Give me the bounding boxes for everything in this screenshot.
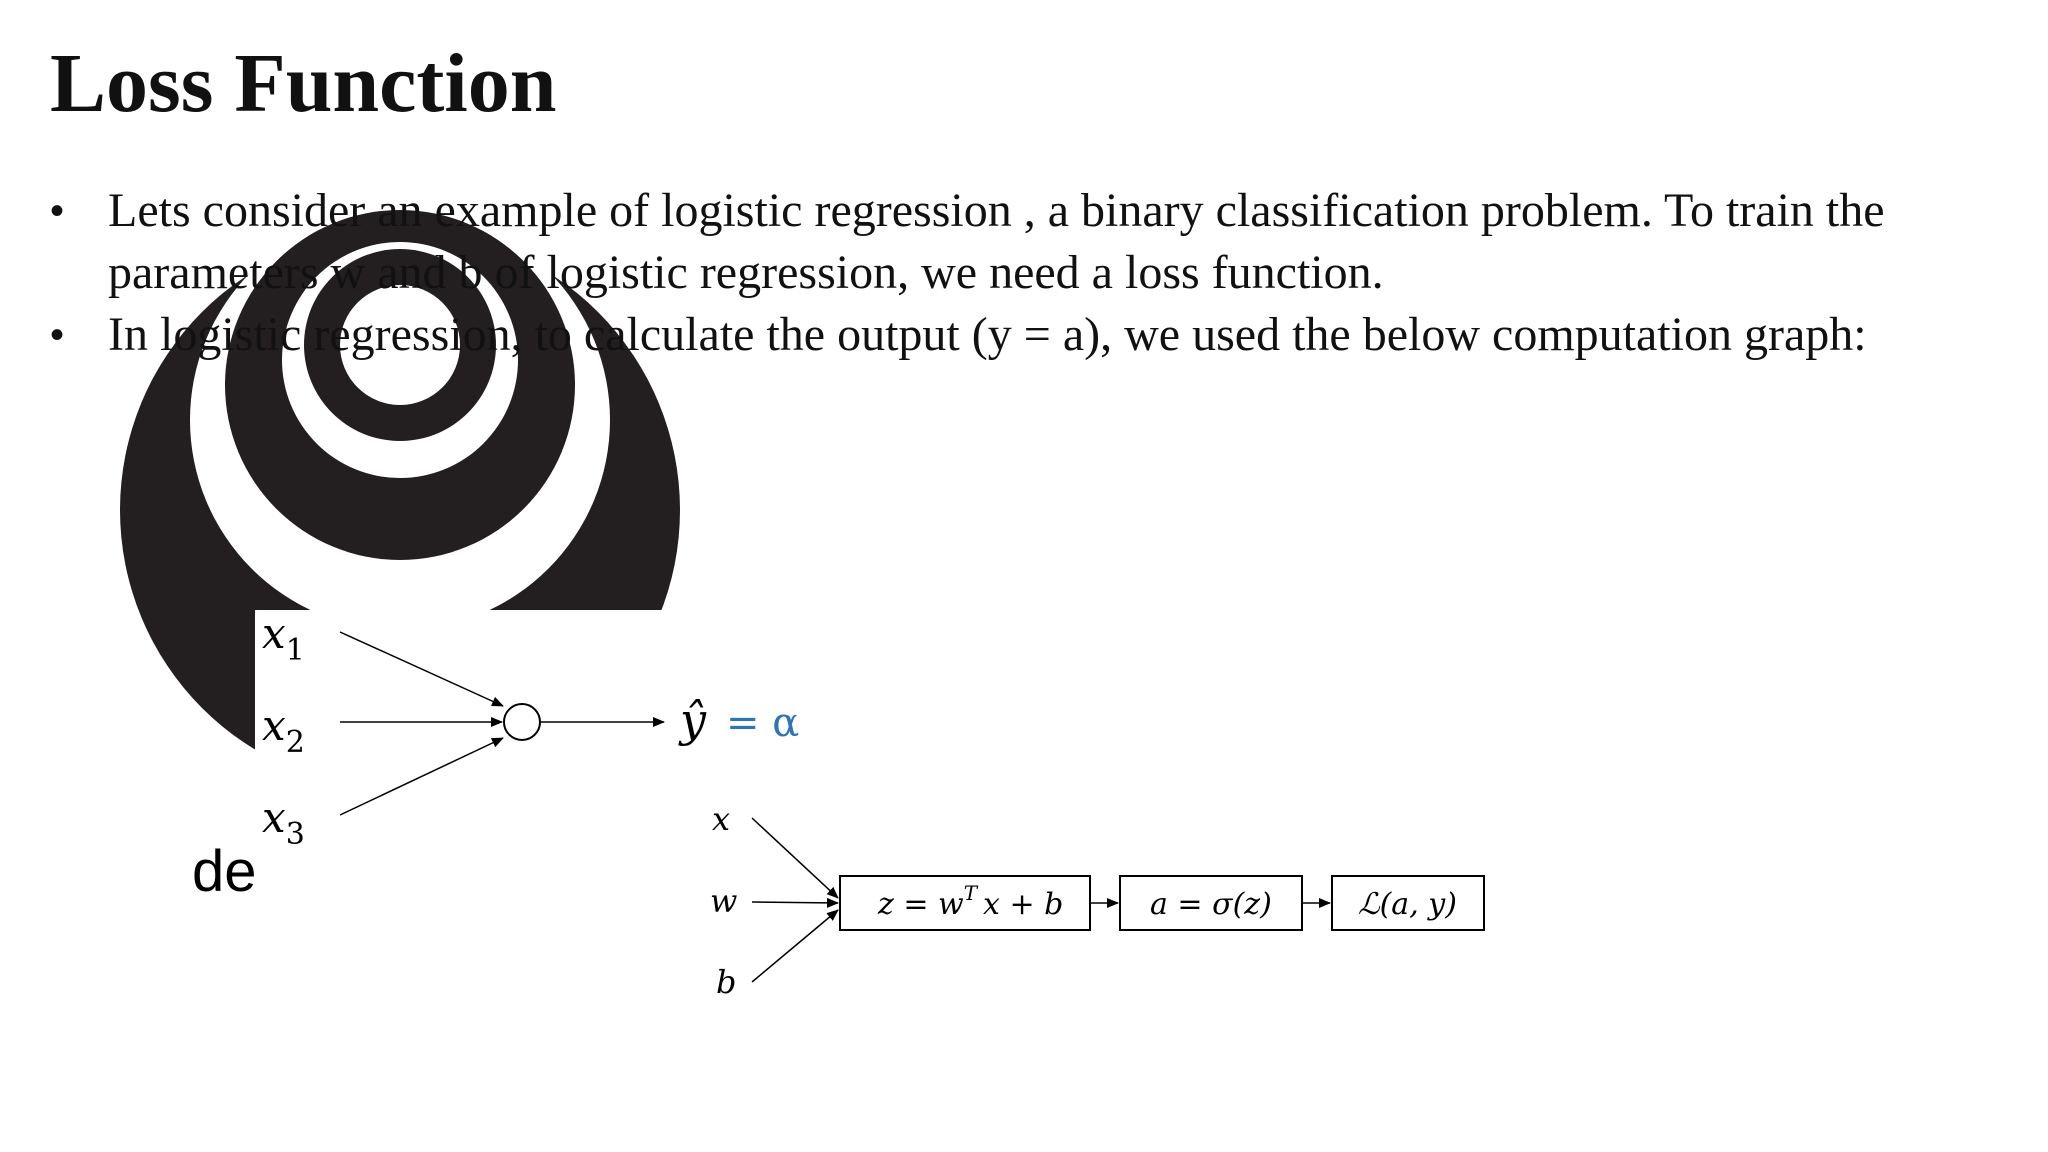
node-a-label: a = σ(z): [1150, 887, 1272, 922]
bullet-text: Lets consider an example of logistic reg…: [108, 184, 1885, 299]
edge-b-z: [751, 909, 839, 983]
bullet-list: • Lets consider an example of logistic r…: [50, 180, 1980, 366]
neuron-node: [503, 703, 541, 741]
edge-x1-neuron: [339, 631, 504, 707]
text-fragment: de: [192, 839, 257, 904]
edge-x3-neuron: [339, 737, 504, 816]
neuron-input-x2: x2: [262, 701, 305, 760]
bullet-marker: •: [50, 313, 65, 357]
graph-input-w: w: [710, 882, 737, 920]
slide-title: Loss Function: [50, 37, 557, 130]
graph-input-x: x: [712, 800, 730, 838]
node-loss: [1331, 875, 1485, 931]
bullet-item: • In logistic regression, to calculate t…: [50, 304, 1980, 366]
graph-input-b: b: [716, 963, 736, 1001]
edge-w-z: [751, 897, 839, 908]
bullet-text: In logistic regression, to calculate the…: [108, 308, 1867, 361]
bullet-item: • Lets consider an example of logistic r…: [50, 180, 1980, 304]
output-y-hat: ŷ: [678, 693, 707, 747]
node-loss-label: ℒ(a, y): [1358, 887, 1457, 922]
bullet-marker: •: [50, 189, 65, 233]
edge-x-z: [751, 817, 839, 899]
node-z: [839, 875, 1091, 931]
neuron-input-x1: x1: [262, 609, 305, 668]
node-a: [1119, 875, 1303, 931]
neuron-diagram: x1 x2 x3 ŷ = α: [262, 609, 799, 852]
neuron-input-x3: x3: [262, 793, 305, 852]
output-alpha: = α: [726, 700, 799, 746]
